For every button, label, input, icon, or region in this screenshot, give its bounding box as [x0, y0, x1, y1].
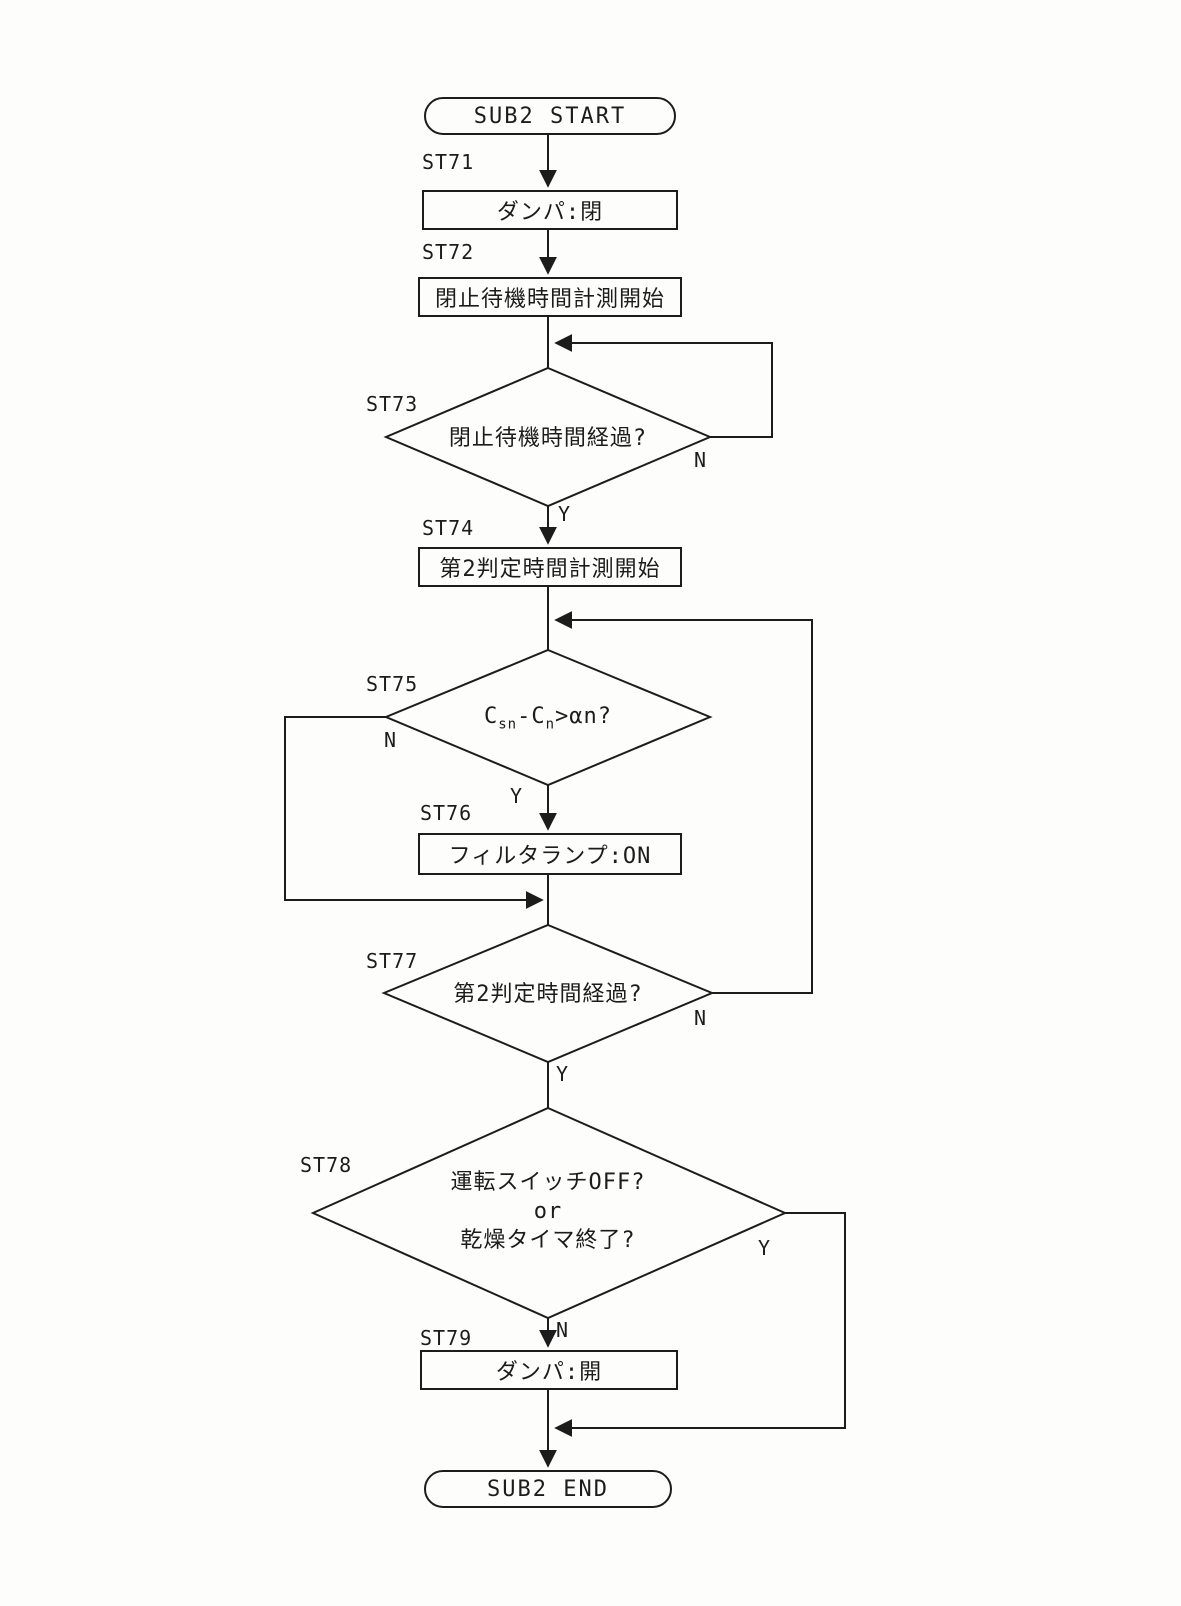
st75-term-base2: -C	[517, 704, 546, 729]
st77-decision-text: 第2判定時間経過?	[453, 982, 643, 1007]
st77-decision-diamond	[381, 923, 715, 1064]
st76-process-box: フィルタランプ:ON	[418, 833, 682, 875]
edge-st78-yes-branch	[554, 1212, 846, 1437]
st73-decision-diamond	[383, 366, 713, 508]
st75-term-sub1: sn	[498, 716, 518, 733]
st72-step-label: ST72	[422, 240, 475, 264]
st74-step-label: ST74	[422, 516, 475, 540]
st76-step-label: ST76	[420, 801, 473, 825]
st77-no-label: N	[694, 1006, 707, 1030]
st78-step-label: ST78	[300, 1153, 353, 1177]
st75-decision-diamond	[383, 648, 713, 787]
st73-no-label: N	[694, 448, 707, 472]
st75-term-tail: >αn?	[555, 704, 613, 729]
st79-process-box: ダンパ:開	[420, 1350, 678, 1390]
start-terminal: SUB2 START	[424, 97, 676, 135]
st75-yes-label: Y	[510, 784, 523, 808]
st75-decision-text: Csn-Cn>αn?	[428, 702, 668, 739]
st71-process-box: ダンパ:閉	[422, 190, 678, 230]
st78-decision-line2: or	[533, 1199, 563, 1224]
st77-yes-label: Y	[556, 1062, 569, 1086]
st78-decision-line1: 運転スイッチOFF?	[450, 1170, 646, 1195]
st74-process-box: 第2判定時間計測開始	[418, 547, 682, 587]
st77-step-label: ST77	[366, 949, 419, 973]
st71-step-label: ST71	[422, 150, 475, 174]
st78-decision-line3: 乾燥タイマ終了?	[460, 1228, 636, 1253]
st73-yes-label: Y	[558, 502, 571, 526]
st75-step-label: ST75	[366, 672, 419, 696]
st75-no-label: N	[384, 728, 397, 752]
st75-term-base1: C	[483, 704, 499, 729]
edge-st73-no-loop	[554, 334, 773, 438]
st78-decision-text: 運転スイッチOFF? or 乾燥タイマ終了?	[388, 1168, 708, 1255]
st73-step-label: ST73	[366, 392, 419, 416]
st78-decision-diamond	[310, 1106, 788, 1320]
st75-term-sub2: n	[545, 716, 556, 733]
st73-decision-text: 閉止待機時間経過?	[448, 426, 648, 451]
end-terminal: SUB2 END	[424, 1470, 672, 1508]
edge-st77-no-loop	[554, 611, 813, 994]
st79-step-label: ST79	[420, 1326, 473, 1350]
edge-st75-no-branch	[284, 716, 544, 909]
st78-no-label: N	[556, 1318, 569, 1342]
st78-yes-label: Y	[758, 1236, 771, 1260]
st72-process-box: 閉止待機時間計測開始	[418, 277, 682, 317]
